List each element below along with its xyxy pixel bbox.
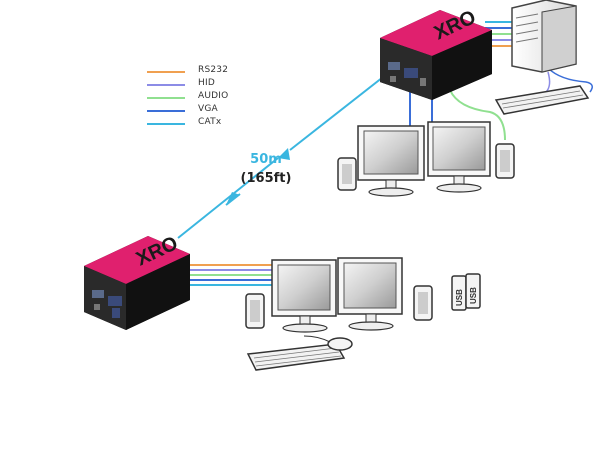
local-cables <box>190 264 272 286</box>
legend-item-audio: AUDIO <box>147 91 267 104</box>
legend-label-vga: VGA <box>198 104 218 114</box>
local-monitor-right <box>337 257 403 331</box>
pc-tower <box>511 0 577 73</box>
local-mouse <box>303 335 353 351</box>
legend-item-vga: VGA <box>147 104 267 117</box>
legend-swatch-audio <box>147 97 185 99</box>
legend-label-catx: CATx <box>198 117 222 127</box>
remote-monitor-right <box>427 121 491 193</box>
legend-label-hid: HID <box>198 78 215 88</box>
usb-label-2: USB <box>469 287 478 304</box>
remote-monitor-left <box>357 125 425 197</box>
local-monitor-left <box>271 259 337 333</box>
legend-swatch-rs232 <box>147 71 185 73</box>
legend-swatch-vga <box>147 110 185 112</box>
local-extender-unit: XRO <box>84 232 190 330</box>
legend-label-audio: AUDIO <box>198 91 229 101</box>
arrow-head-down <box>278 148 290 160</box>
legend-swatch-catx <box>147 123 185 125</box>
local-speaker-right <box>413 285 433 321</box>
remote-speaker-right <box>495 143 515 179</box>
legend-item-rs232: RS232 <box>147 65 267 78</box>
distance-meters: 50m <box>250 152 282 167</box>
legend-label-rs232: RS232 <box>198 65 229 75</box>
legend-item-catx: CATx <box>147 117 267 130</box>
remote-extender-unit: XRO <box>380 6 492 100</box>
usb-device-1: USB <box>451 275 467 311</box>
usb-label-1: USB <box>455 289 464 306</box>
distance-feet: (165ft) <box>240 171 292 186</box>
usb-device-2: USB <box>465 273 481 309</box>
legend-swatch-hid <box>147 84 185 86</box>
legend-item-hid: HID <box>147 78 267 91</box>
local-keyboard <box>246 343 346 371</box>
remote-keyboard <box>494 85 590 115</box>
local-speaker-left <box>245 293 265 329</box>
remote-speaker-left <box>337 157 357 191</box>
